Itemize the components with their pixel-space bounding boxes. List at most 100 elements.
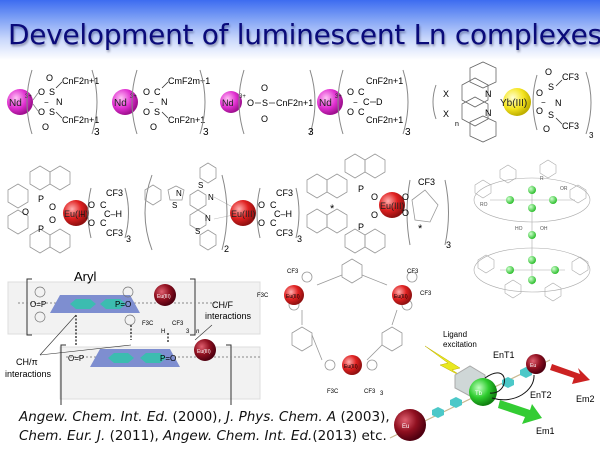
svg-text:O: O	[49, 202, 56, 212]
svg-text:N: N	[485, 89, 492, 99]
svg-text:O: O	[150, 122, 157, 132]
nd-label: Nd	[9, 98, 22, 109]
nd-complex-4: Nd 3+ OO CC C D − CnF2n+1 CnF2n+1 3	[317, 69, 411, 138]
svg-text:O: O	[371, 210, 378, 220]
yb-sphere	[503, 88, 531, 116]
thiazolyl-ligand	[144, 162, 217, 251]
svg-text:OH: OH	[540, 226, 548, 232]
svg-text:CF3: CF3	[407, 269, 419, 275]
svg-text:O: O	[38, 107, 45, 117]
svg-text:C: C	[358, 107, 365, 117]
svg-text:3: 3	[308, 127, 314, 138]
svg-text:Eu(III): Eu(III)	[380, 201, 405, 211]
tb-sphere	[469, 378, 497, 406]
svg-text:*: *	[418, 223, 423, 235]
svg-text:3: 3	[380, 391, 384, 397]
svg-text:n: n	[196, 329, 200, 335]
slide-title: Development of luminescent Ln complexes	[8, 18, 600, 51]
svg-text:O: O	[261, 114, 268, 124]
svg-text:C–H: C–H	[104, 209, 122, 219]
svg-text:−: −	[80, 210, 85, 219]
eu-sphere	[342, 355, 362, 375]
svg-text:Eu(III): Eu(III)	[157, 294, 171, 300]
svg-text:N: N	[485, 108, 492, 118]
svg-text:O: O	[402, 192, 409, 202]
svg-text:−: −	[149, 98, 154, 107]
nd-sphere	[317, 89, 343, 115]
svg-text:3+: 3+	[239, 94, 246, 100]
svg-text:N: N	[208, 193, 214, 202]
svg-text:S: S	[198, 181, 203, 190]
svg-text:C: C	[358, 87, 365, 97]
svg-text:O=P: O=P	[68, 354, 84, 363]
trinuclear-eu-macrocycle: Eu(III) Eu(III) Eu(III) CF3 F3C CF3 CF3 …	[257, 258, 432, 397]
svg-text:N: N	[205, 214, 211, 223]
svg-text:C: C	[100, 200, 107, 210]
svg-text:C: C	[100, 218, 107, 228]
energy-transfer-diagram: Ligand excitation Tb Eu Eu EnT1 EnT2 Em2…	[389, 330, 595, 441]
nd-sphere	[220, 91, 242, 113]
svg-text:3: 3	[203, 127, 209, 138]
eu-sphere	[284, 285, 304, 305]
binapo-ligand	[306, 153, 386, 254]
eu-sphere	[194, 339, 216, 361]
svg-text:−: −	[541, 98, 546, 107]
svg-text:O=P: O=P	[30, 300, 46, 309]
svg-text:O: O	[402, 208, 409, 218]
svg-text:D: D	[376, 97, 383, 107]
svg-text:S: S	[548, 110, 554, 120]
eu-sphere	[526, 354, 546, 374]
svg-text:CF3: CF3	[364, 389, 376, 395]
nd-charge: 3+	[25, 94, 32, 100]
nd-complex-3: Nd 3+ O S OO CnF2n+1 3	[220, 69, 316, 138]
polynuclear-cluster	[473, 159, 591, 302]
citation-line-1: Angew. Chem. Int. Ed. (2000), J. Phys. C…	[19, 409, 390, 425]
svg-text:O: O	[143, 107, 150, 117]
ch-pi-interactions-label-2: interactions	[5, 369, 52, 379]
svg-text:S: S	[195, 227, 200, 236]
em1-label: Em1	[536, 426, 555, 436]
svg-text:F3C: F3C	[257, 293, 269, 299]
chain-top: CnF2n+1	[366, 76, 403, 86]
cluster-metal-centers	[506, 186, 559, 284]
em2-arrow-icon	[550, 364, 590, 384]
svg-text:CF3: CF3	[418, 177, 435, 187]
svg-text:Eu: Eu	[402, 424, 409, 430]
svg-text:OR: OR	[560, 186, 568, 192]
svg-text:O: O	[38, 87, 45, 97]
svg-text:N: N	[555, 98, 562, 108]
svg-text:CF3: CF3	[562, 72, 579, 82]
eu-sphere	[154, 284, 176, 306]
svg-text:Nd: Nd	[114, 98, 127, 109]
svg-text:2: 2	[224, 244, 229, 254]
eu-sphere	[379, 192, 405, 218]
chain-bottom: CnF2n+1	[168, 115, 205, 125]
svg-text:O: O	[261, 83, 268, 93]
svg-text:Eu: Eu	[530, 363, 536, 369]
chain: CnF2n+1	[276, 98, 313, 108]
svg-text:P: P	[358, 222, 364, 232]
svg-text:O: O	[49, 215, 56, 225]
svg-text:CF3: CF3	[106, 188, 123, 198]
header-banner	[0, 0, 600, 60]
svg-text:HO: HO	[515, 226, 523, 232]
ch-f-interactions-label: CH/F	[212, 300, 233, 310]
svg-text:3: 3	[126, 234, 131, 244]
svg-text:C: C	[154, 87, 161, 97]
svg-text:O: O	[46, 73, 53, 83]
citation-line-2: Chem. Eur. J. (2011), Angew. Chem. Int. …	[19, 428, 387, 444]
svg-text:CF3: CF3	[276, 228, 293, 238]
svg-text:N: N	[161, 97, 168, 107]
svg-text:Eu(III): Eu(III)	[231, 209, 256, 219]
ligand-excitation-label: Ligand	[443, 330, 467, 339]
svg-text:3: 3	[405, 127, 411, 138]
yb-complex: X X n N N Yb(III) OO SS OO N − CF3 CF3 3	[432, 61, 594, 143]
em2-label: Em2	[576, 394, 595, 404]
row1-nd-yb-complexes: Nd 3+ OO SS OO N − CnF2n+1 CnF2n+1 3 Nd …	[7, 61, 594, 143]
chain-bottom: CnF2n+1	[62, 115, 99, 125]
svg-text:S: S	[262, 98, 268, 108]
svg-text:Eu(III): Eu(III)	[286, 294, 300, 300]
svg-text:O: O	[247, 98, 254, 108]
svg-text:S: S	[548, 82, 554, 92]
svg-text:X: X	[443, 109, 449, 119]
